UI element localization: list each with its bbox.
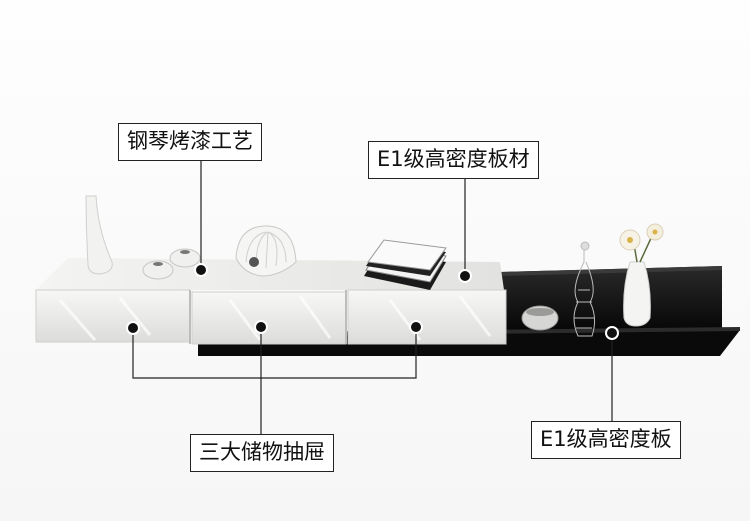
callout-e1-mdf-material: E1级高密度板材	[368, 141, 539, 179]
callout-lines	[132, 160, 613, 434]
round-ornaments	[142, 248, 201, 280]
flower-vase	[619, 223, 664, 327]
tall-vase	[85, 195, 113, 275]
callout-e1-mdf-board: E1级高密度板	[531, 421, 681, 459]
wire-sculpture	[573, 241, 596, 337]
callout-dots	[126, 263, 619, 340]
ceramic-bowl	[521, 305, 559, 331]
shell-ornament	[235, 225, 297, 277]
callout-piano-paint: 钢琴烤漆工艺	[118, 123, 262, 161]
books	[364, 239, 447, 290]
callout-three-drawers: 三大储物抽屉	[190, 434, 334, 472]
